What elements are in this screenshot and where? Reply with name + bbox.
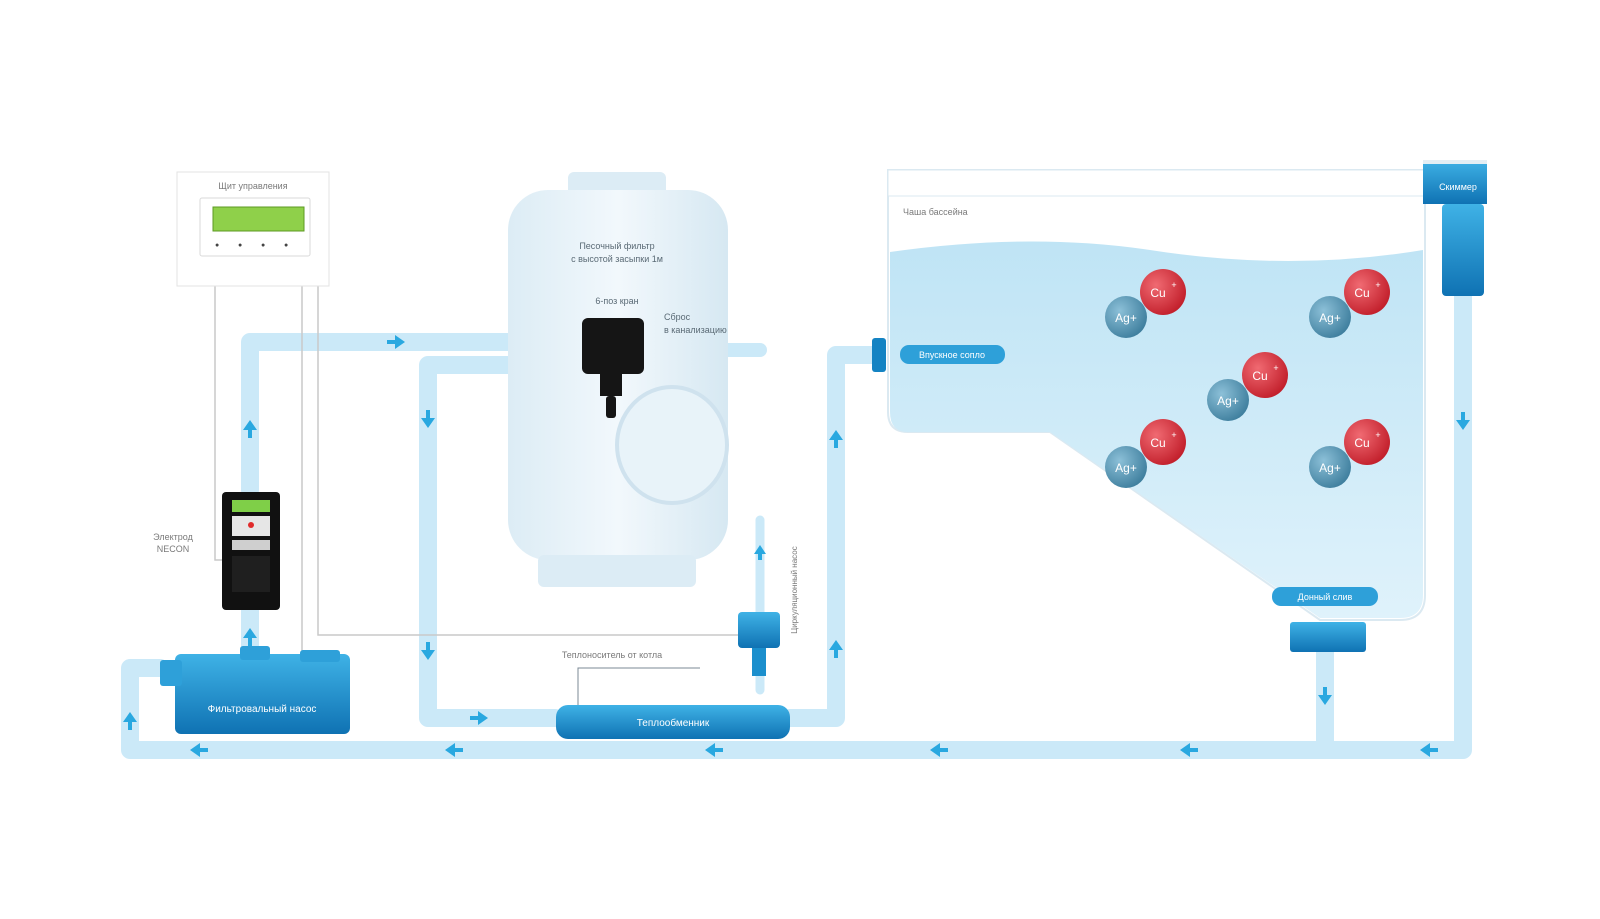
ion-pair-1: Cu + Ag+	[1105, 269, 1186, 338]
drain-label-line2: в канализацию	[664, 325, 727, 335]
ag-ion-label: Ag+	[1115, 461, 1137, 475]
cu-ion-charge: +	[1375, 430, 1380, 440]
pipe-return-main	[121, 281, 1472, 759]
circ-pump-label: Циркуляционный насос	[790, 546, 799, 633]
drain-label-line1: Сброс	[664, 312, 691, 322]
control-button-2[interactable]: ●	[238, 242, 242, 249]
cu-ion-label: Cu	[1150, 286, 1165, 300]
control-button-3[interactable]: ●	[261, 242, 265, 249]
inlet-nozzle	[872, 338, 886, 372]
bottom-drain-label: Донный слив	[1298, 592, 1353, 602]
control-button-4[interactable]: ●	[284, 242, 288, 249]
inlet-label: Впускное сопло	[919, 350, 985, 360]
control-panel-buttons[interactable]: ● ● ● ●	[215, 242, 288, 249]
cu-ion-label: Cu	[1252, 369, 1267, 383]
cu-ion-charge: +	[1171, 430, 1176, 440]
six-way-valve[interactable]	[582, 318, 644, 418]
pool-basin	[887, 169, 1426, 621]
ion-pair-5: Cu + Ag+	[1309, 419, 1390, 488]
cu-ion-label: Cu	[1150, 436, 1165, 450]
filtration-pump	[160, 646, 350, 734]
control-panel-title: Щит управления	[218, 181, 287, 191]
ion-pair-2: Cu + Ag+	[1309, 269, 1390, 338]
heat-exchanger	[556, 705, 790, 739]
ag-ion-label: Ag+	[1319, 311, 1341, 325]
ag-ion-label: Ag+	[1217, 394, 1239, 408]
pipe-heatexchanger-to-pool	[781, 346, 884, 727]
flow-arrows	[123, 335, 1470, 757]
electrode-unit	[222, 492, 280, 610]
ion-pair-4: Cu + Ag+	[1105, 419, 1186, 488]
control-panel: Щит управления ● ● ● ●	[176, 171, 330, 287]
filter-title-line2: с высотой засыпки 1м	[571, 254, 663, 264]
pipe-electrode-to-filter	[241, 333, 607, 499]
heat-carrier-line	[577, 667, 700, 705]
ion-pair-3: Cu + Ag+	[1207, 352, 1288, 421]
filtration-pump-label: Фильтровальный насос	[208, 704, 317, 715]
inlet-label-bg	[900, 345, 1005, 364]
pool-label: Чаша бассейна	[903, 207, 968, 217]
heat-exchanger-label: Теплообменник	[637, 717, 710, 729]
filter-title-line1: Песочный фильтр	[579, 241, 654, 251]
valve-label: 6-поз кран	[595, 296, 638, 306]
cu-ion-charge: +	[1171, 280, 1176, 290]
cu-ion-label: Cu	[1354, 286, 1369, 300]
bottom-drain-label-bg	[1272, 587, 1378, 606]
control-button-1[interactable]: ●	[215, 242, 219, 249]
skimmer-label: Скиммер	[1439, 182, 1477, 192]
cu-ion-charge: +	[1273, 363, 1278, 373]
sand-filter	[508, 172, 729, 587]
electrode-label-line2: NECON	[157, 544, 190, 554]
cu-ion-label: Cu	[1354, 436, 1369, 450]
electrode-label-line1: Электрод	[153, 532, 193, 542]
ag-ion-label: Ag+	[1115, 311, 1137, 325]
bottom-drain	[1290, 622, 1366, 652]
circulation-pump	[738, 612, 780, 676]
skimmer	[1423, 160, 1487, 296]
cu-ion-charge: +	[1375, 280, 1380, 290]
ag-ion-label: Ag+	[1319, 461, 1341, 475]
control-wires	[214, 285, 740, 665]
control-panel-display	[212, 206, 305, 232]
heat-carrier-label: Теплоноситель от котла	[562, 650, 662, 660]
